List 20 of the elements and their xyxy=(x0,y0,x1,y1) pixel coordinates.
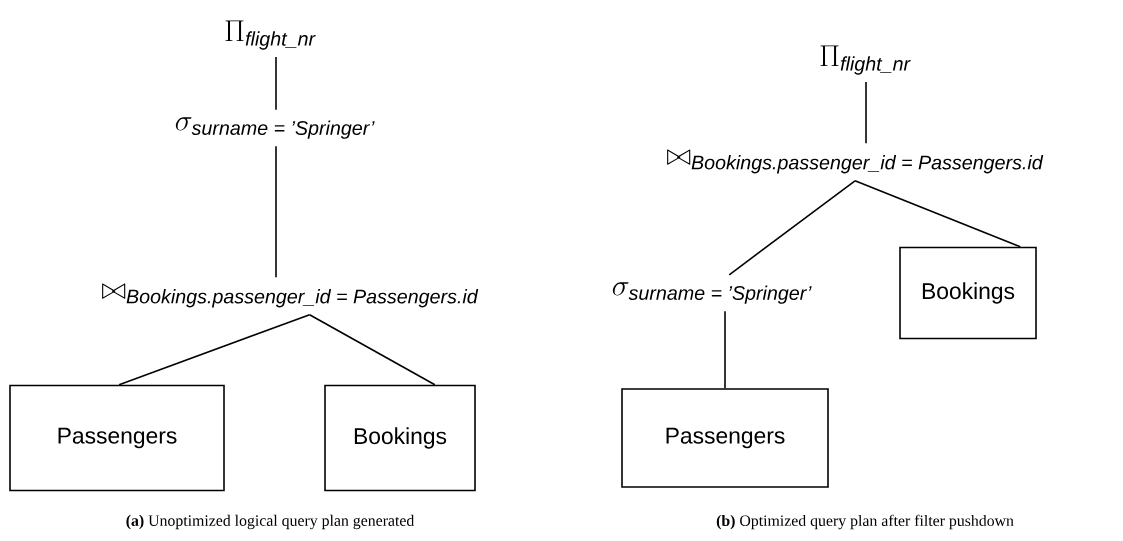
caption: (a) Unoptimized logical query plan generated xyxy=(126,514,415,530)
tree-edge xyxy=(865,81,867,145)
operator-label: $\bowtie_{\textit{Bookings.passenger\_id = Passengers.id}}$ xyxy=(667,149,1044,174)
operator-label: $\sigma_{\textit{surname = 'Springer'}}$ xyxy=(612,282,812,304)
tree-edge xyxy=(118,313,311,386)
tree-edge xyxy=(728,180,856,276)
tree-edge xyxy=(724,310,726,389)
tree-edge xyxy=(275,145,277,279)
table-box: Passengers xyxy=(621,388,829,488)
operator-label: $\Pi_{\textit{flight\_nr}}$ xyxy=(820,45,911,75)
table-box: Bookings xyxy=(324,384,476,492)
tree-edge xyxy=(275,56,277,111)
table-box: Bookings xyxy=(899,246,1037,340)
operator-label: $\Pi_{\textit{flight\_nr}}$ xyxy=(225,20,316,50)
tree-edge xyxy=(854,180,1022,248)
operator-label: $\bowtie_{\textit{Bookings.passenger\_id = Passengers.id}}$ xyxy=(102,283,479,308)
caption: (b) Optimized query plan after filter pushdown xyxy=(716,514,1014,530)
table-box: Passengers xyxy=(9,384,225,492)
tree-edge xyxy=(308,313,436,386)
operator-label: $\sigma_{\textit{surname = 'Springer'}}$ xyxy=(175,117,375,139)
